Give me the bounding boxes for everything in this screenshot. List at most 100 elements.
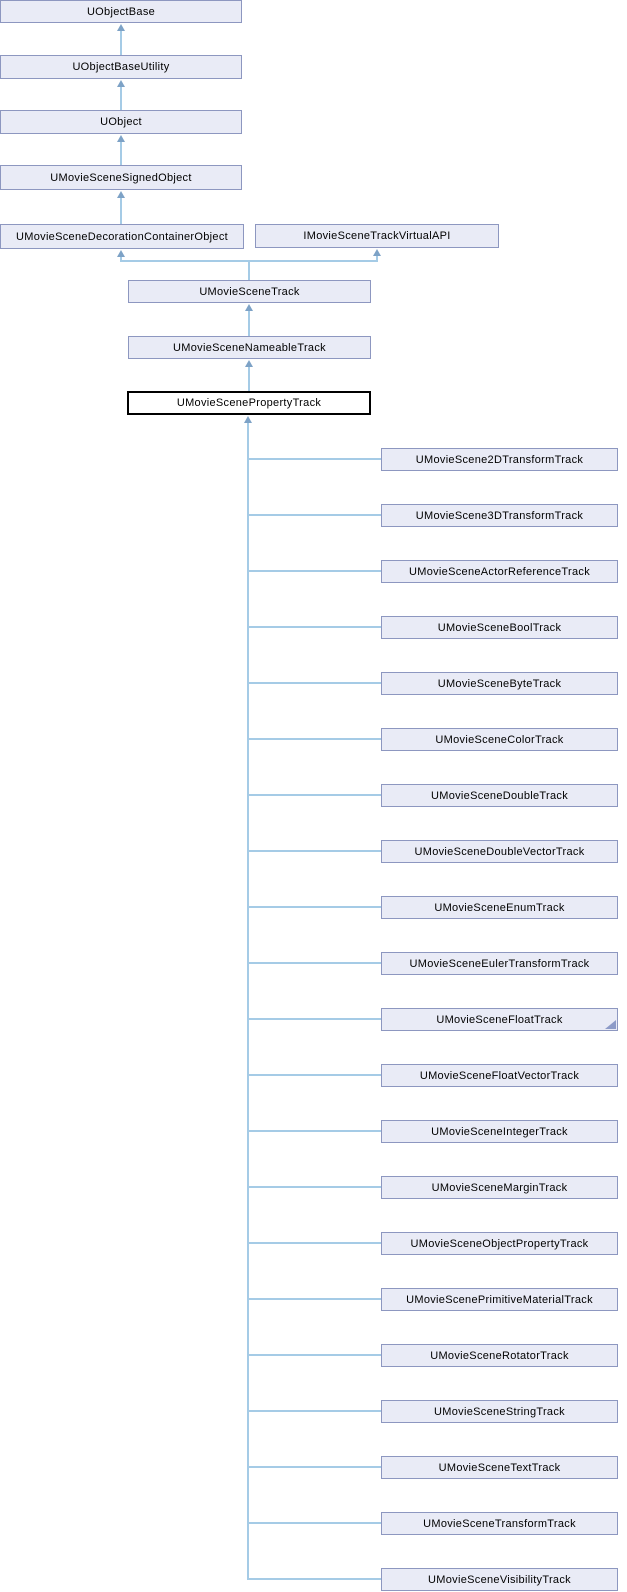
arrowhead-up-icon <box>245 304 253 311</box>
class-node-umoviescenefloattrack[interactable]: UMovieSceneFloatTrack <box>381 1008 618 1031</box>
inheritance-line <box>120 85 122 110</box>
class-label: UMovieSceneTrack <box>199 285 300 298</box>
class-label: UMovieSceneIntegerTrack <box>431 1125 568 1138</box>
class-node-umoviescene3dtransformtrack[interactable]: UMovieScene3DTransformTrack <box>381 504 618 527</box>
inheritance-line <box>248 309 250 336</box>
branch-line <box>248 626 381 628</box>
class-label: UObjectBase <box>86 5 156 18</box>
branch-line <box>248 458 381 460</box>
class-label: UMovieSceneEulerTransformTrack <box>409 957 590 970</box>
branch-line <box>248 682 381 684</box>
inheritance-line <box>248 260 250 280</box>
class-label: UMovieScenePrimitiveMaterialTrack <box>406 1293 593 1306</box>
class-node-umoviescenevisibilitytrack[interactable]: UMovieSceneVisibilityTrack <box>381 1568 618 1591</box>
class-node-umoviescenedoublevectortrack[interactable]: UMovieSceneDoubleVectorTrack <box>381 840 618 863</box>
class-node-umoviesceneenumtrack[interactable]: UMovieSceneEnumTrack <box>381 896 618 919</box>
class-label: UMovieSceneNameableTrack <box>173 341 326 354</box>
class-label: UMovieSceneFloatTrack <box>436 1013 563 1026</box>
class-label: UMovieSceneTransformTrack <box>423 1517 576 1530</box>
inheritance-line <box>120 196 122 224</box>
class-label: UMovieScene3DTransformTrack <box>415 509 584 522</box>
inheritance-line <box>376 254 378 262</box>
class-label: UMovieSceneEnumTrack <box>434 901 565 914</box>
branch-line <box>248 1298 381 1300</box>
branch-line <box>248 850 381 852</box>
class-label: UMovieSceneRotatorTrack <box>430 1349 569 1362</box>
class-node-umoviescenenameabletrack[interactable]: UMovieSceneNameableTrack <box>128 336 371 359</box>
class-node-umoviescenestringtrack[interactable]: UMovieSceneStringTrack <box>381 1400 618 1423</box>
inheritance-line <box>248 365 250 391</box>
class-node-umoviesceneobjectpropertytrack[interactable]: UMovieSceneObjectPropertyTrack <box>381 1232 618 1255</box>
class-node-umoviescenetexttrack[interactable]: UMovieSceneTextTrack <box>381 1456 618 1479</box>
class-node-umoviescenebytetrack[interactable]: UMovieSceneByteTrack <box>381 672 618 695</box>
class-label: UMovieSceneActorReferenceTrack <box>409 565 590 578</box>
class-label: UMovieSceneSignedObject <box>50 171 192 184</box>
inheritance-line <box>120 29 122 55</box>
has-subclasses-corner-icon <box>605 1020 616 1029</box>
branch-line <box>248 1522 381 1524</box>
class-node-imoviescenetrackvirtualapi[interactable]: IMovieSceneTrackVirtualAPI <box>255 224 499 248</box>
arrowhead-up-icon <box>117 250 125 257</box>
class-node-uobject[interactable]: UObject <box>0 110 242 134</box>
arrowhead-up-icon <box>117 191 125 198</box>
branch-line <box>248 1018 381 1020</box>
class-node-umoviescene2dtransformtrack[interactable]: UMovieScene2DTransformTrack <box>381 448 618 471</box>
branch-line <box>248 570 381 572</box>
class-label: UMovieSceneTextTrack <box>438 1461 561 1474</box>
class-label: UMovieSceneMarginTrack <box>431 1181 568 1194</box>
branch-line <box>248 1130 381 1132</box>
arrowhead-up-icon <box>373 249 381 256</box>
class-node-umoviesceneprimitivematerialtrack[interactable]: UMovieScenePrimitiveMaterialTrack <box>381 1288 618 1311</box>
class-label: UMovieSceneByteTrack <box>437 677 562 690</box>
arrowhead-up-icon <box>117 24 125 31</box>
branch-line <box>248 1242 381 1244</box>
class-node-current-umoviescenepropertytrack: UMovieScenePropertyTrack <box>127 391 371 415</box>
derived-trunk-line <box>247 421 249 1580</box>
branch-line <box>248 962 381 964</box>
class-node-umoviescenetrack[interactable]: UMovieSceneTrack <box>128 280 371 303</box>
class-label: UMovieSceneColorTrack <box>435 733 564 746</box>
class-label: UMovieSceneDecorationContainerObject <box>16 230 228 243</box>
branch-line <box>248 906 381 908</box>
class-node-uobjectbaseutility[interactable]: UObjectBaseUtility <box>0 55 242 79</box>
arrowhead-up-icon <box>117 135 125 142</box>
class-node-umoviescenemargintrack[interactable]: UMovieSceneMarginTrack <box>381 1176 618 1199</box>
class-node-umoviescenefloatvectortrack[interactable]: UMovieSceneFloatVectorTrack <box>381 1064 618 1087</box>
class-label: IMovieSceneTrackVirtualAPI <box>303 230 451 242</box>
class-label: UMovieSceneVisibilityTrack <box>428 1573 571 1586</box>
arrowhead-up-icon <box>245 360 253 367</box>
branch-line <box>248 1410 381 1412</box>
inheritance-line <box>120 140 122 165</box>
class-label: UMovieScene2DTransformTrack <box>415 453 584 466</box>
arrowhead-up-icon <box>117 80 125 87</box>
branch-line <box>248 794 381 796</box>
class-node-umoviescenetransformtrack[interactable]: UMovieSceneTransformTrack <box>381 1512 618 1535</box>
branch-line <box>248 1186 381 1188</box>
class-label: UObjectBaseUtility <box>72 61 170 73</box>
branch-line <box>248 1466 381 1468</box>
class-label: UMovieSceneObjectPropertyTrack <box>410 1237 589 1250</box>
branch-line <box>248 1074 381 1076</box>
class-node-umoviescenedoubletrack[interactable]: UMovieSceneDoubleTrack <box>381 784 618 807</box>
class-label: UMovieSceneStringTrack <box>434 1405 565 1418</box>
class-node-umoviesceneactorreferencetrack[interactable]: UMovieSceneActorReferenceTrack <box>381 560 618 583</box>
class-node-umoviescenebooltrack[interactable]: UMovieSceneBoolTrack <box>381 616 618 639</box>
class-label: UMovieSceneDoubleTrack <box>430 789 569 802</box>
branch-line <box>248 1354 381 1356</box>
arrowhead-up-icon <box>244 416 252 423</box>
class-node-uobjectbase[interactable]: UObjectBase <box>0 0 242 23</box>
class-node-umoviesceneintegertrack[interactable]: UMovieSceneIntegerTrack <box>381 1120 618 1143</box>
current-class-label: UMovieScenePropertyTrack <box>176 397 322 409</box>
class-node-umoviescenesignedobject[interactable]: UMovieSceneSignedObject <box>0 165 242 190</box>
class-node-umoviescenecolortrack[interactable]: UMovieSceneColorTrack <box>381 728 618 751</box>
class-label: UObject <box>100 116 142 128</box>
branch-line <box>248 738 381 740</box>
class-label: UMovieSceneFloatVectorTrack <box>419 1069 580 1082</box>
class-node-umoviescenerotatortrack[interactable]: UMovieSceneRotatorTrack <box>381 1344 618 1367</box>
branch-line <box>248 1578 381 1580</box>
class-label: UMovieSceneDoubleVectorTrack <box>414 845 585 858</box>
branch-line <box>248 514 381 516</box>
class-node-umoviesceneeulertransformtrack[interactable]: UMovieSceneEulerTransformTrack <box>381 952 618 975</box>
class-node-umoviescenedecorationcontainerobject[interactable]: UMovieSceneDecorationContainerObject <box>0 224 244 249</box>
